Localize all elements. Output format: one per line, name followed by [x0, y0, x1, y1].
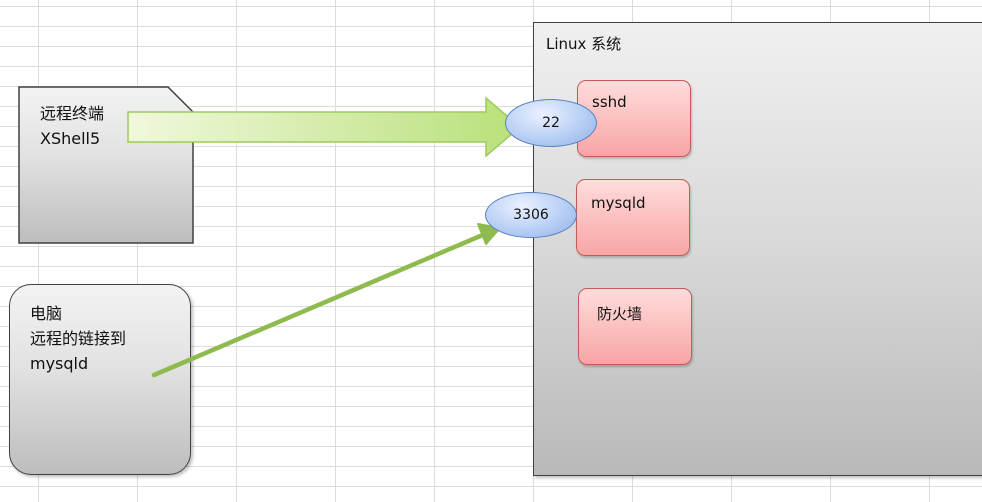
- process-sshd-label: sshd: [592, 93, 627, 111]
- terminal-line-1: 远程终端: [40, 104, 105, 123]
- terminal-to-ssh-arrow: [127, 96, 522, 158]
- remote-terminal-label: 远程终端 XShell5: [40, 101, 104, 151]
- process-firewall: 防火墙: [578, 288, 692, 365]
- linux-system-title: Linux 系统: [546, 35, 622, 53]
- port-22-label: 22: [542, 115, 560, 131]
- port-3306-label: 3306: [513, 207, 549, 223]
- port-22-ellipse: 22: [505, 99, 597, 147]
- process-firewall-label: 防火墙: [597, 305, 643, 323]
- pc-label: 电脑 远程的链接到 mysqld: [30, 301, 126, 376]
- port-3306-ellipse: 3306: [485, 192, 577, 238]
- process-mysqld-label: mysqld: [591, 194, 646, 212]
- pc-line-3: mysqld: [30, 354, 89, 373]
- pc-line-1: 电脑: [30, 304, 63, 323]
- terminal-line-2: XShell5: [40, 129, 101, 148]
- process-mysqld: mysqld: [576, 179, 690, 256]
- pc-box: 电脑 远程的链接到 mysqld: [9, 284, 191, 475]
- pc-line-2: 远程的链接到: [30, 329, 127, 348]
- pc-to-mysql-arrow: [151, 223, 501, 378]
